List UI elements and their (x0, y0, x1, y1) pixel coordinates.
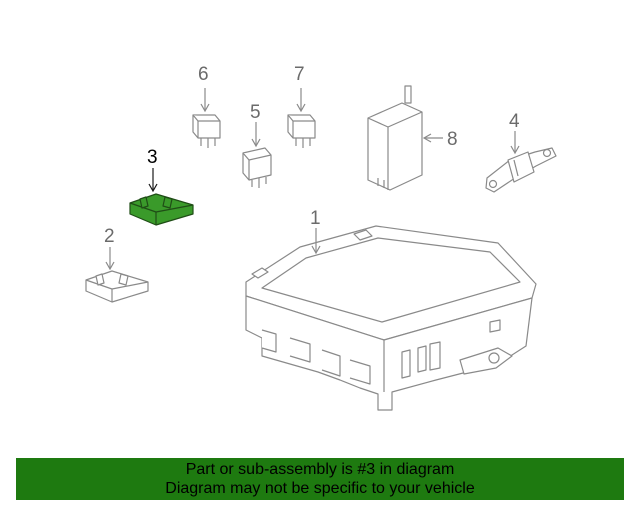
callout-6[interactable]: 6 (198, 64, 209, 85)
part-8-module[interactable] (367, 85, 423, 191)
part-5-relay[interactable] (242, 147, 272, 188)
part-4-fusible-link[interactable] (485, 147, 557, 193)
callout-5[interactable]: 5 (250, 102, 261, 123)
part-7-relay[interactable] (287, 114, 316, 148)
callout-8[interactable]: 8 (447, 129, 458, 150)
part-2-fuse[interactable] (85, 270, 149, 303)
callout-1[interactable]: 1 (310, 208, 321, 229)
info-banner: Part or sub-assembly is #3 in diagram Di… (16, 458, 624, 500)
part-1-fuse-box[interactable] (245, 225, 537, 411)
banner-line-2: Diagram may not be specific to your vehi… (165, 480, 475, 497)
banner-line-1: Part or sub-assembly is #3 in diagram (185, 461, 455, 478)
part-6-relay[interactable] (192, 114, 221, 148)
callout-7[interactable]: 7 (294, 64, 305, 85)
callout-2[interactable]: 2 (104, 226, 115, 247)
callout-4[interactable]: 4 (509, 111, 520, 132)
part-3-fuse-highlighted[interactable] (129, 193, 194, 226)
callout-3[interactable]: 3 (147, 147, 158, 168)
